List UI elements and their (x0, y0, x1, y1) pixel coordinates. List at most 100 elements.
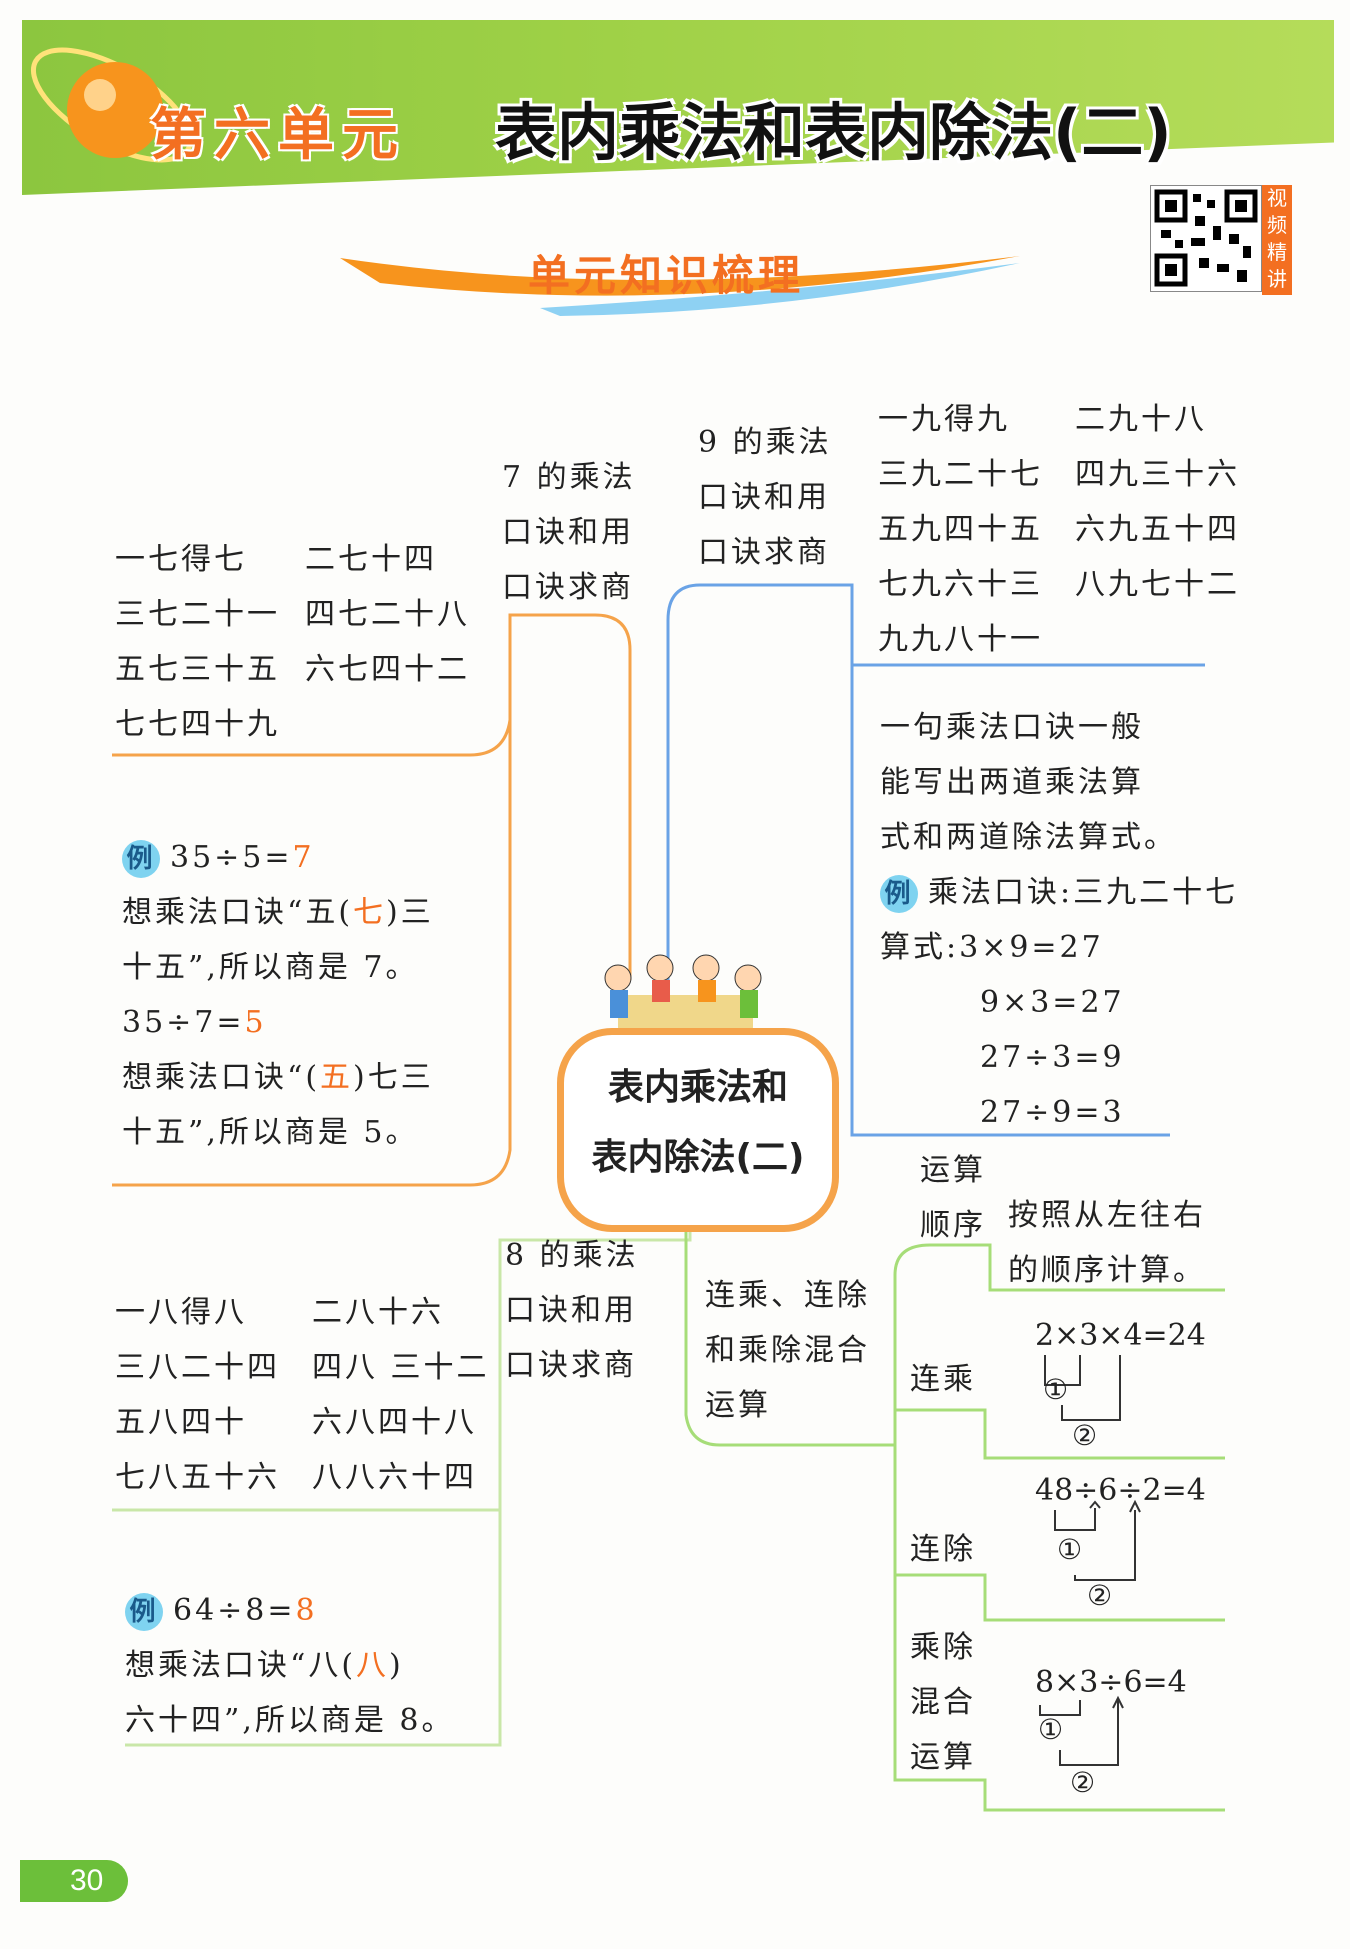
section-banner-swoosh (340, 256, 1020, 316)
rhyme: 一七得七 (115, 542, 247, 577)
mixed-heading: 连乘、连除 和乘除混合 运算 (705, 1268, 870, 1433)
rhyme: 二七十四 (305, 542, 437, 577)
cont-mult-equation: 2×3×4=24 (1035, 1318, 1206, 1353)
rhyme: 四八 三十二 (312, 1350, 490, 1385)
ex2-answer: 5 (244, 1005, 267, 1040)
rhyme: 一九得九 (878, 402, 1010, 437)
rhyme: 九九八十一 (878, 622, 1043, 657)
formula: 27÷9=3 (980, 1095, 1125, 1130)
mixed-label-line: 运算 (910, 1740, 976, 1775)
ex1-equation: 35÷5= (170, 840, 293, 875)
rhyme: 三九二十七 (878, 457, 1043, 492)
rhyme: 七七四十九 (115, 707, 280, 742)
eight-rhymes-left: 一八得八 三八二十四 五八四十 七八五十六 (115, 1285, 280, 1505)
seven-example: 例 35÷5=7 想乘法口诀“五(七)三 十五”,所以商是 7。 35÷7=5 想… (122, 830, 434, 1160)
rhyme: 六七四十二 (305, 652, 470, 687)
mixed-heading-line: 和乘除混合 (705, 1333, 870, 1368)
step-marker: ② (1087, 1579, 1113, 1612)
seven-heading-line: 口诀和用 (502, 515, 634, 550)
ex2-highlight: 五 (320, 1060, 354, 1095)
nine-rhymes-right: 二九十八 四九三十六 六九五十四 八九七十二 (1075, 392, 1240, 612)
qr-pattern (1154, 189, 1258, 287)
ex1-text: 十五”,所以商是 7。 (122, 950, 419, 985)
qr-caption: 视频精讲 (1262, 185, 1292, 295)
formula: 27÷3=9 (980, 1040, 1125, 1075)
rhyme: 二九十八 (1075, 402, 1207, 437)
center-title: 表内除法(二) (591, 1137, 805, 1178)
qr-code[interactable] (1150, 185, 1262, 292)
ex-answer: 8 (295, 1593, 318, 1628)
mixed-equation: 8×3÷6=4 (1035, 1665, 1187, 1700)
section-banner: 单元知识梳理 (528, 251, 805, 300)
example-badge: 例 (122, 840, 160, 878)
nine-heading: 9 的乘法 口诀和用 口诀求商 (698, 415, 832, 580)
nine-note: 一句乘法口诀一般 能写出两道乘法算 式和两道除法算式。 例乘法口诀:三九二十七 … (880, 700, 1238, 1140)
note-line: 一句乘法口诀一般 (880, 710, 1144, 745)
ex1-text: 想乘法口诀“五( (122, 895, 354, 930)
rhyme: 五七三十五 (115, 652, 280, 687)
nine-heading-line: 9 的乘法 (698, 425, 832, 460)
planet-logo (30, 47, 194, 163)
center-topic: 表内乘法和 表内除法(二) (557, 1028, 839, 1232)
nine-heading-line: 口诀和用 (698, 480, 830, 515)
eight-heading-line: 8 的乘法 (505, 1238, 639, 1273)
ex2-text: 十五”,所以商是 5。 (122, 1115, 419, 1150)
center-title: 表内乘法和 (607, 1067, 788, 1108)
step-marker: ① (1038, 1713, 1064, 1746)
mixed-label-line: 乘除 (910, 1630, 976, 1665)
eight-rhymes-right: 二八十六 四八 三十二 六八四十八 八八六十四 (312, 1285, 490, 1505)
nine-rhymes-left: 一九得九 三九二十七 五九四十五 七九六十三 九九八十一 (878, 392, 1043, 667)
eight-heading-line: 口诀和用 (505, 1293, 637, 1328)
ex1-answer: 7 (292, 840, 315, 875)
rhyme: 四九三十六 (1075, 457, 1240, 492)
note-line: 式和两道除法算式。 (880, 820, 1177, 855)
step-marker: ① (1057, 1533, 1083, 1566)
formula: 3×9=27 (959, 930, 1104, 965)
cont-mult-label: 连乘 (910, 1362, 976, 1397)
rhyme: 五九四十五 (878, 512, 1043, 547)
ex-text: 六十四”,所以商是 8。 (125, 1703, 455, 1738)
rhyme: 五八四十 (115, 1405, 247, 1440)
rhyme: 七九六十三 (878, 567, 1043, 602)
step-marker: ② (1072, 1419, 1098, 1452)
seven-rhymes-left: 一七得七 三七二十一 五七三十五 七七四十九 (115, 532, 280, 752)
page-number: 30 (20, 1860, 128, 1902)
seven-heading: 7 的乘法 口诀和用 口诀求商 (502, 450, 636, 615)
rhyme: 四七二十八 (305, 597, 470, 632)
order-label: 运算 顺序 (920, 1143, 986, 1253)
mixed-label-line: 混合 (910, 1685, 976, 1720)
ex-text: 想乘法口诀“八( (125, 1648, 357, 1683)
unit-title: 表内乘法和表内除法(二) (495, 96, 1172, 169)
rhyme: 二八十六 (312, 1295, 444, 1330)
ex-text: ) (389, 1648, 404, 1683)
formula-label: 算式: (880, 930, 960, 965)
ex2-equation: 35÷7= (122, 1005, 245, 1040)
ex2-text: 想乘法口诀“( (122, 1060, 321, 1095)
order-text: 按照从左往右 的顺序计算。 (1008, 1188, 1206, 1298)
unit-label: 第六单元 (150, 103, 406, 168)
step-marker: ① (1043, 1373, 1069, 1406)
order-label-line: 运算 (920, 1153, 986, 1188)
eight-heading-line: 口诀求商 (505, 1348, 637, 1383)
rhyme: 三七二十一 (115, 597, 280, 632)
mixed-heading-line: 运算 (705, 1388, 771, 1423)
rhyme: 七八五十六 (115, 1460, 280, 1495)
mixed-heading-line: 连乘、连除 (705, 1278, 870, 1313)
ex1-highlight: 七 (353, 895, 387, 930)
order-text-line: 的顺序计算。 (1008, 1253, 1206, 1288)
seven-heading-line: 7 的乘法 (502, 460, 636, 495)
cont-div-label: 连除 (910, 1532, 976, 1567)
example-badge: 例 (880, 875, 918, 913)
rhyme: 八九七十二 (1075, 567, 1240, 602)
nine-heading-line: 口诀求商 (698, 535, 830, 570)
ex-equation: 64÷8= (173, 1593, 296, 1628)
rhyme: 三八二十四 (115, 1350, 280, 1385)
formula: 9×3=27 (980, 985, 1125, 1020)
rhyme: 一八得八 (115, 1295, 247, 1330)
mixed-label: 乘除 混合 运算 (910, 1620, 976, 1785)
rhyme: 八八六十四 (312, 1460, 477, 1495)
ex1-text: )三 (386, 895, 434, 930)
children-illustration (604, 954, 762, 1033)
